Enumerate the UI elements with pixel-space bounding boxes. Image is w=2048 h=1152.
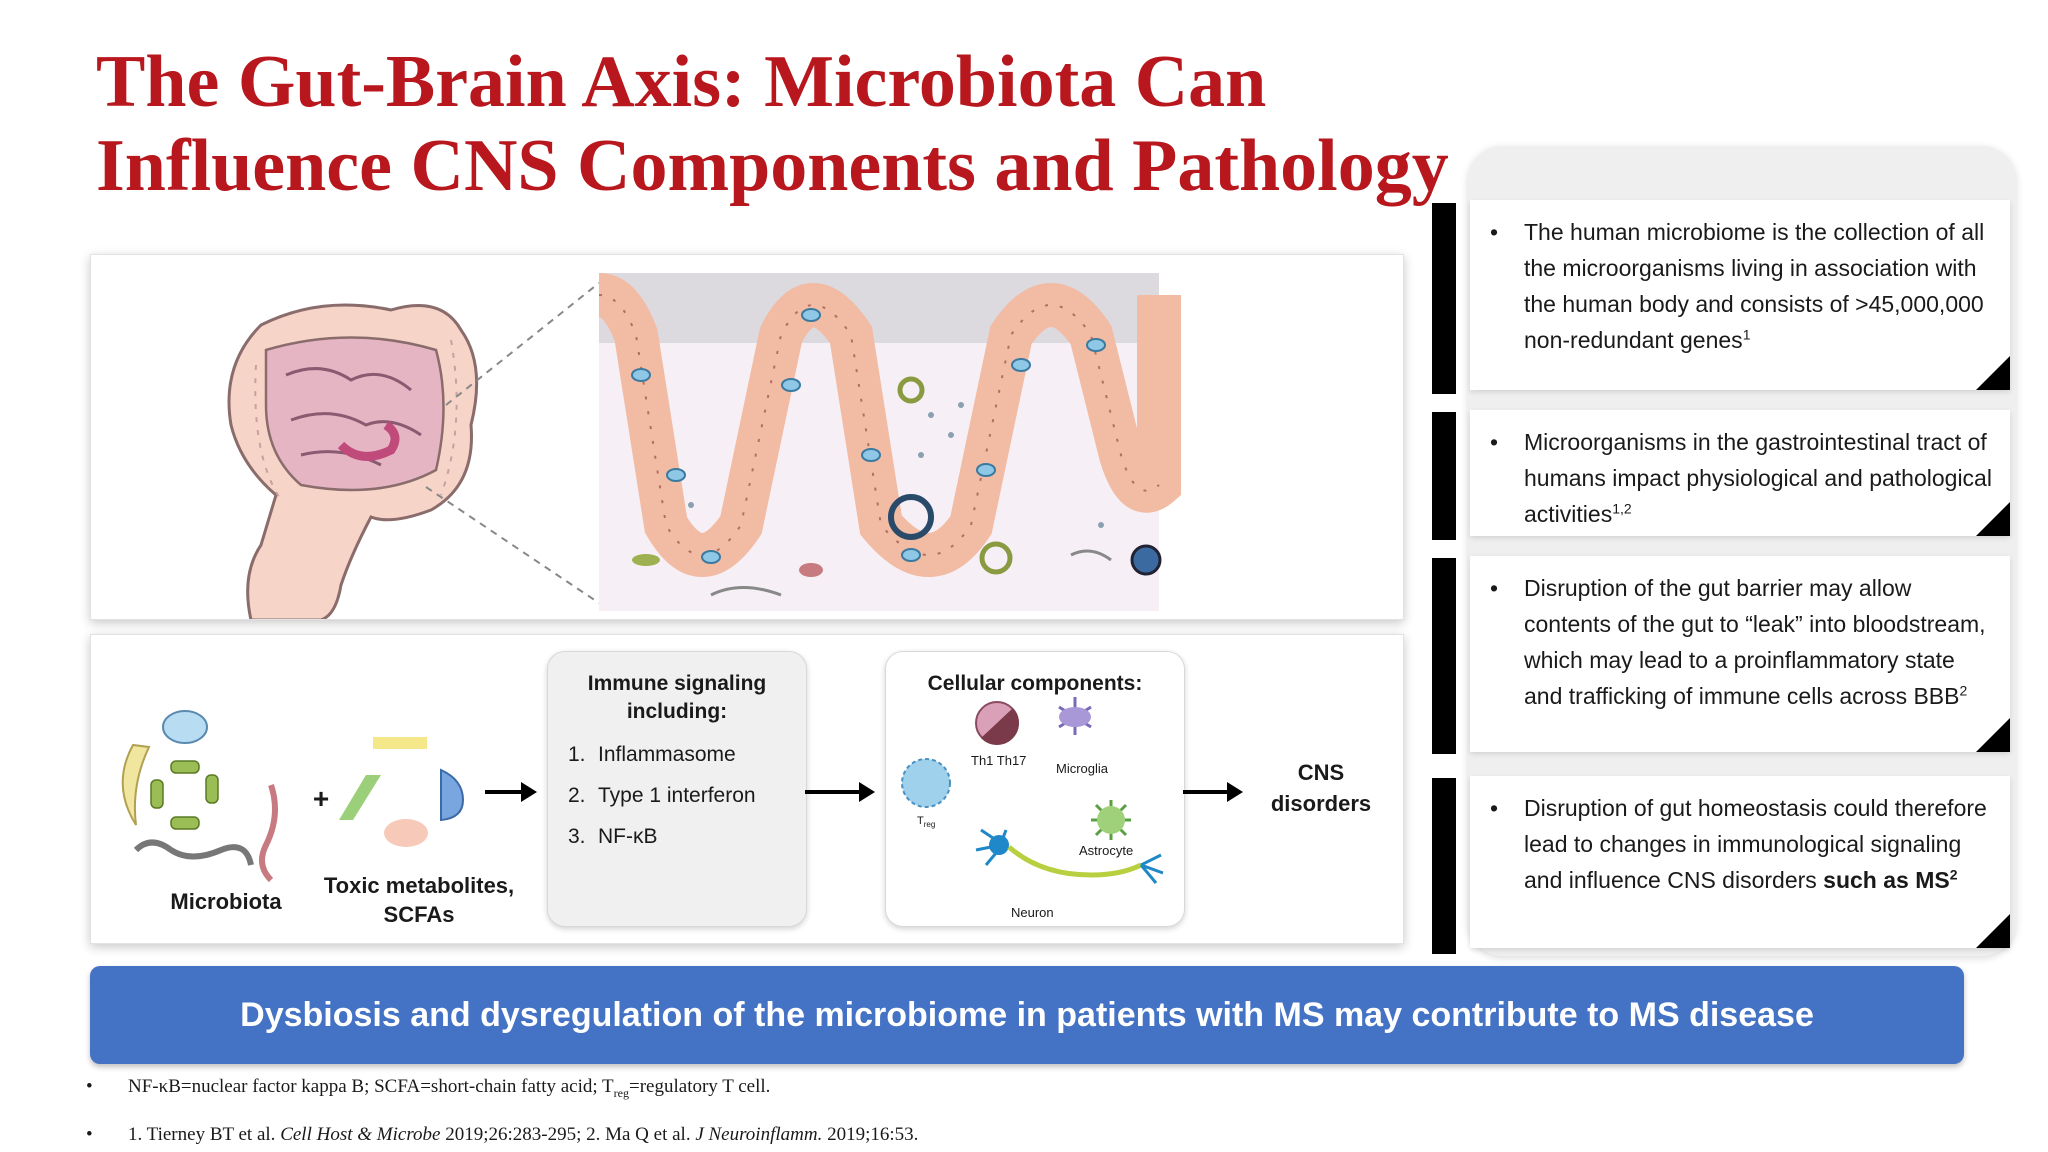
bullet-bar [1432, 412, 1456, 540]
th-cells-label: Th1 Th17 [971, 753, 1027, 768]
list-item: 3.NF-κB [568, 825, 658, 848]
bullet-card-4: • Disruption of gut homeostasis could th… [1470, 776, 2010, 948]
gut-illustration [227, 273, 1181, 619]
corner-arrow [1976, 718, 2010, 752]
arrow-right-icon [485, 782, 537, 802]
coccus-icon [162, 710, 208, 744]
list-item: 2.Type 1 interferon [568, 784, 756, 807]
neuron-icon [975, 828, 1164, 884]
bullet-text: Microorganisms in the gastrointestinal t… [1524, 429, 1992, 527]
treg-label: Treg [917, 815, 936, 830]
metabolite-leaf-icon [339, 775, 381, 820]
corner-arrow [1976, 502, 2010, 536]
flow-artwork [121, 697, 1164, 884]
microbiota-label: Microbiota [170, 889, 282, 914]
microglia-label: Microglia [1056, 761, 1109, 776]
metabolite-oval-icon [384, 819, 428, 847]
summary-banner: Dysbiosis and dysregulation of the micro… [90, 966, 1964, 1064]
cellular-components-title: Cellular components: [927, 672, 1143, 695]
immune-signaling-title: Immune signaling including: [587, 672, 767, 723]
abbreviations-footnote: •NF-κB=nuclear factor kappa B; SCFA=shor… [86, 1076, 771, 1100]
corner-arrow [1976, 914, 2010, 948]
bullet-text: Disruption of gut homeostasis could ther… [1524, 795, 1987, 893]
cellular-components-box: Cellular components: [885, 651, 1185, 927]
villus-epithelium [596, 273, 1181, 577]
metabolite-drop-icon [440, 768, 465, 822]
rod-icon [121, 743, 151, 826]
neuron-label: Neuron [1011, 905, 1054, 920]
arrow-right-icon [805, 782, 875, 802]
slide-title: The Gut-Brain Axis: Microbiota Can Influ… [96, 41, 1449, 207]
flow-diagram-panel: Microbiota + Toxic metabolites, SCFAs Im… [90, 634, 1404, 944]
treg-cell-icon [901, 758, 951, 808]
bullet-card-3: • Disruption of the gut barrier may allo… [1470, 556, 2010, 752]
cns-disorders-label: CNS disorders [1270, 760, 1372, 816]
bullet-text: The human microbiome is the collection o… [1524, 219, 1985, 353]
plus-sign: + [312, 783, 330, 814]
metabolite-bar-icon [373, 737, 427, 749]
arrow-right-icon [1183, 782, 1243, 802]
ring-bacteria-icon [150, 760, 219, 830]
bullet-card-2: • Microorganisms in the gastrointestinal… [1470, 410, 2010, 536]
bullet-bar [1432, 203, 1456, 394]
metabolites-label: Toxic metabolites, SCFAs [323, 873, 515, 927]
bullet-bar [1432, 778, 1456, 954]
immune-signaling-list: 1.Inflammasome 2.Type 1 interferon 3.NF-… [568, 734, 756, 857]
bullet-bar [1432, 558, 1456, 754]
immune-signaling-box: Immune signaling including: 1.Inflammaso… [547, 651, 807, 927]
gut-illustration-panel [90, 254, 1404, 620]
list-item: 1.Inflammasome [568, 743, 736, 766]
bullet-card-1: • The human microbiome is the collection… [1470, 200, 2010, 390]
corner-arrow [1976, 356, 2010, 390]
spiral-icon [133, 839, 254, 866]
references-footnote: •1. Tierney BT et al. Cell Host & Microb… [86, 1124, 919, 1145]
bullet-text: Disruption of the gut barrier may allow … [1524, 575, 1986, 709]
goblet-cells [631, 308, 1106, 564]
astrocyte-label: Astrocyte [1079, 843, 1134, 858]
